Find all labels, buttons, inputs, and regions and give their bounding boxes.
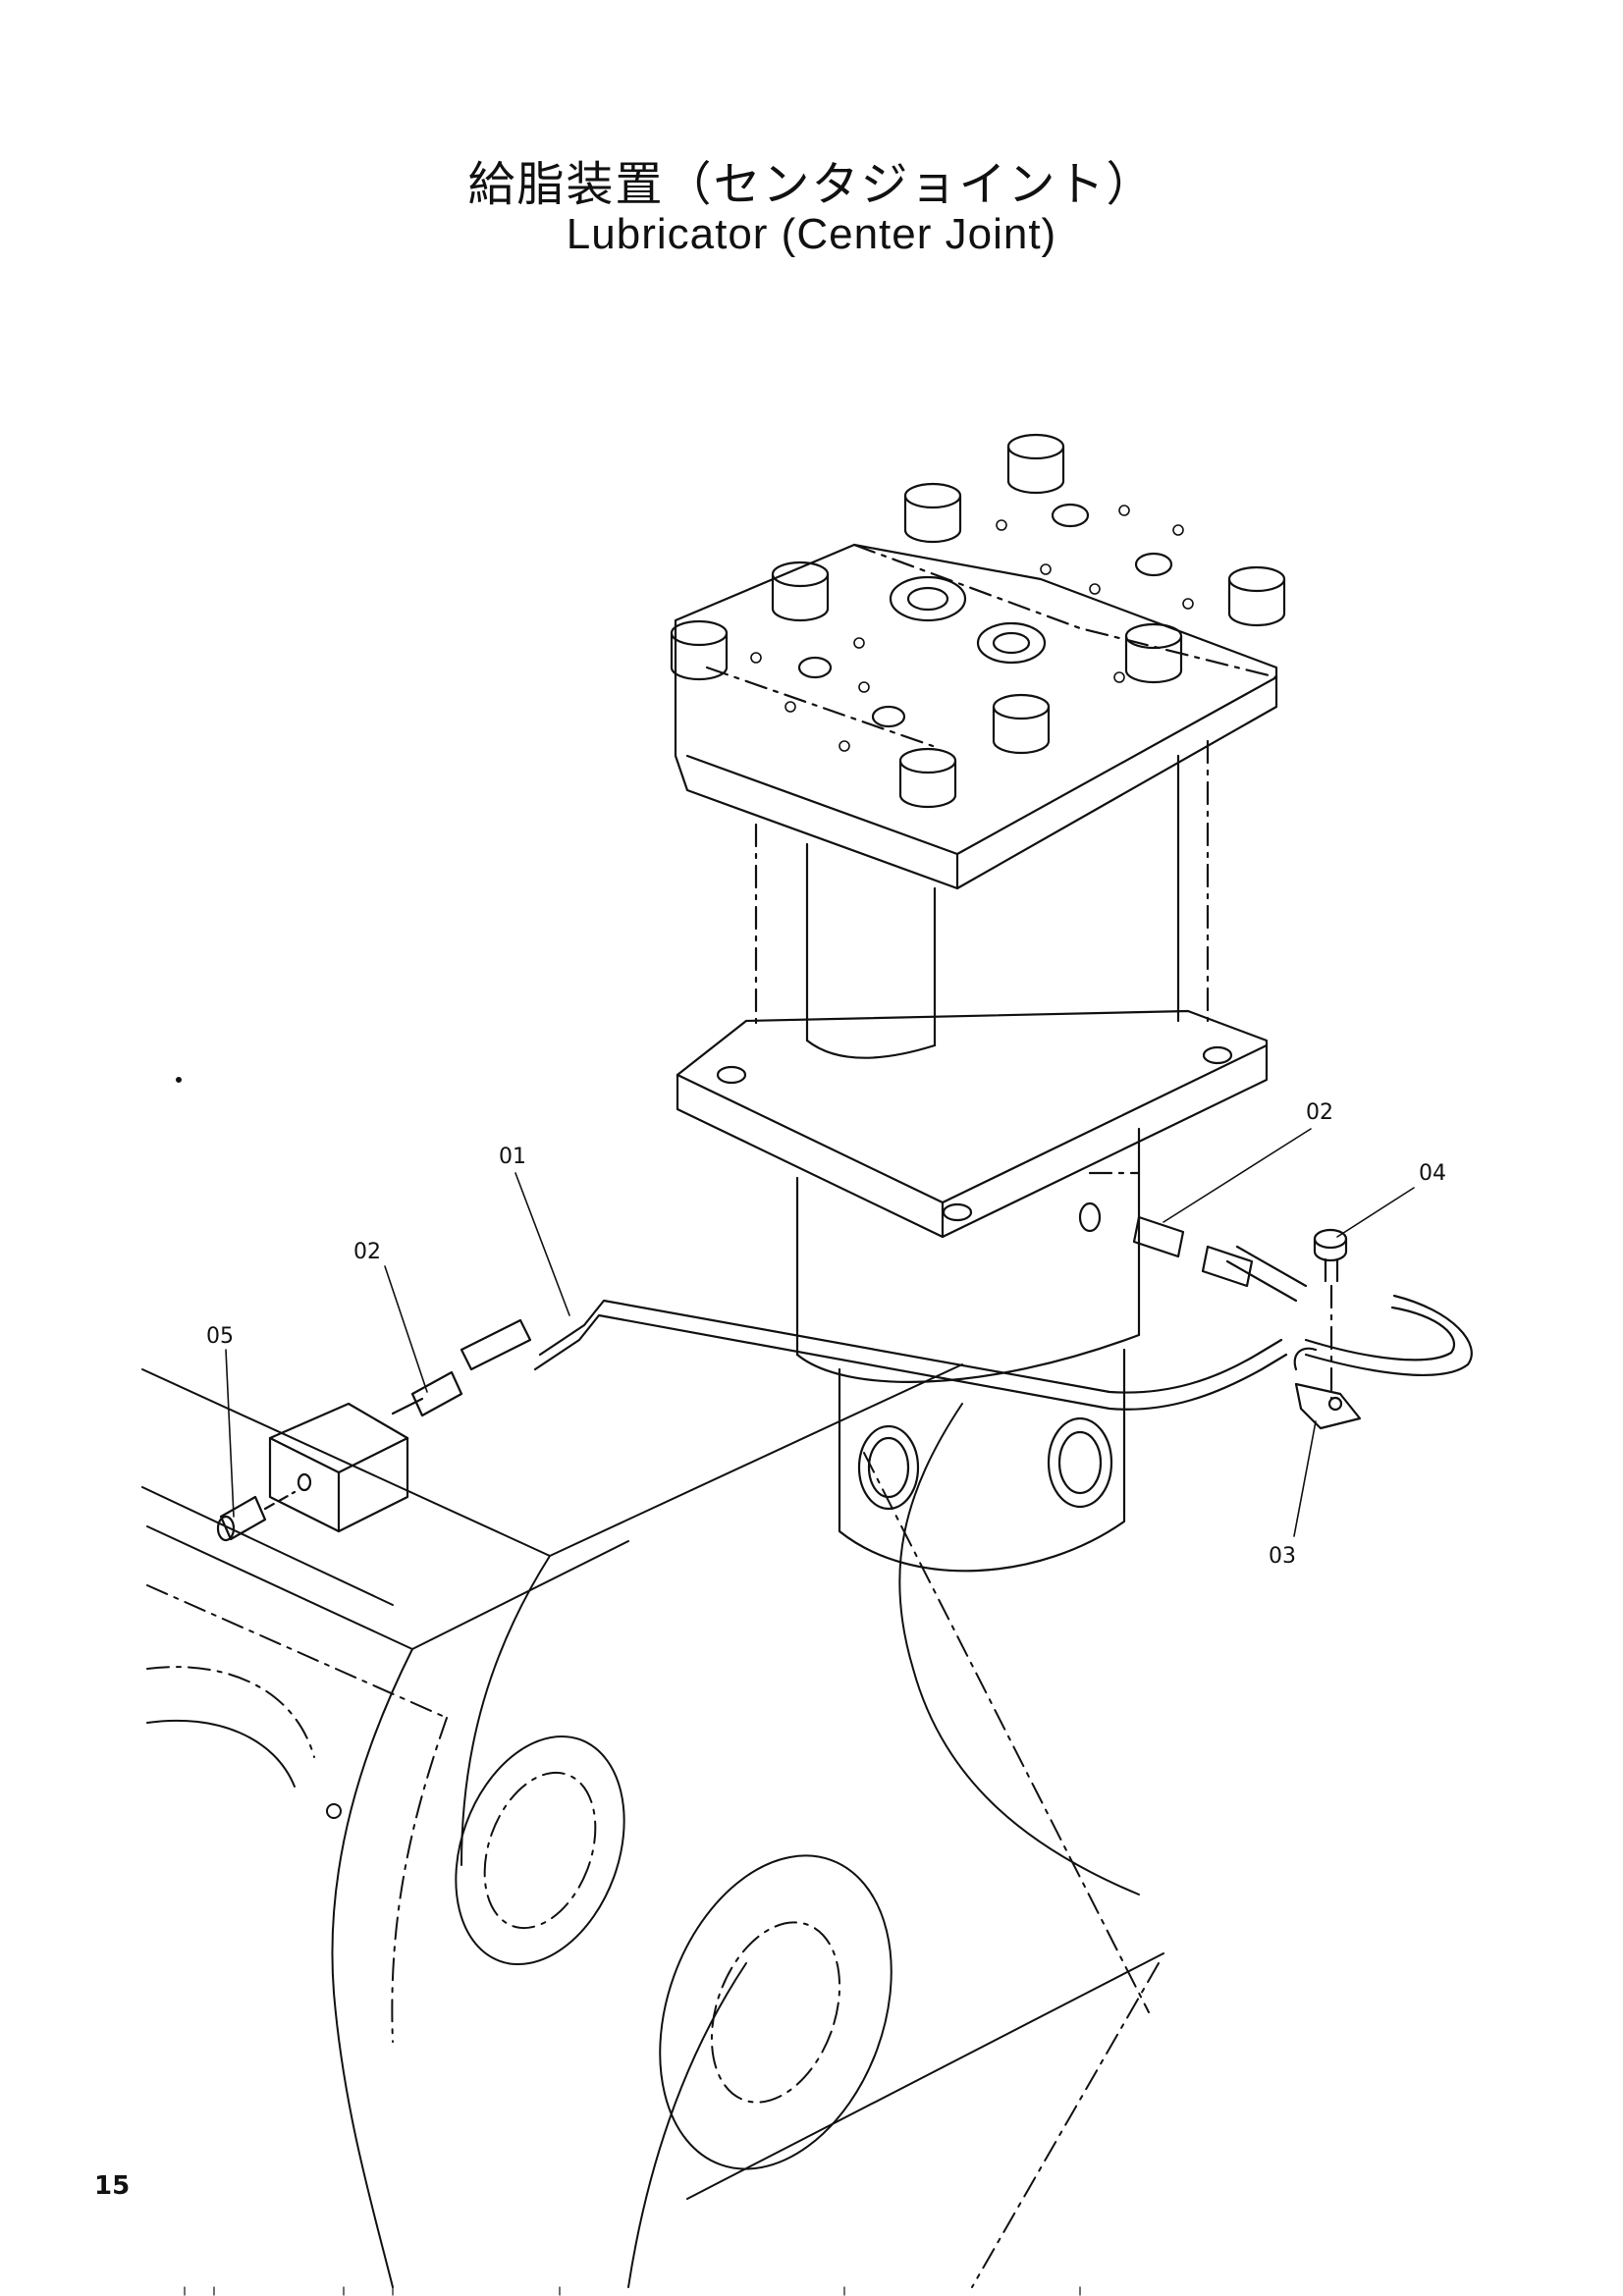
- grease-nipple: [216, 1490, 297, 1542]
- callout-01: 01: [499, 1145, 526, 1169]
- plate-bolts: [670, 433, 1286, 809]
- title-english: Lubricator (Center Joint): [566, 210, 1057, 258]
- scan-marks: [184, 2286, 1081, 2296]
- center-joint: [670, 433, 1286, 1573]
- title-japanese: 給脂装置（センタジョイント）: [467, 157, 1156, 212]
- fitting-right: [1132, 1215, 1254, 1288]
- bolt: [1313, 1228, 1348, 1401]
- clamp: [1293, 1347, 1362, 1430]
- callout-03: 03: [1269, 1544, 1296, 1569]
- fitting-left: [391, 1318, 532, 1417]
- leader-lines: [225, 1128, 1415, 1537]
- callout-04: 04: [1419, 1161, 1446, 1186]
- callout-02-left: 02: [353, 1240, 381, 1264]
- grease-hose: [533, 1245, 1473, 1411]
- page-number: 15: [94, 2171, 131, 2201]
- frame-structure: [141, 1077, 1164, 2288]
- distribution-block: [268, 1402, 409, 1533]
- callout-labels: 01 02 02 03 04 05: [206, 1100, 1446, 1569]
- callout-02-right: 02: [1306, 1100, 1333, 1125]
- callout-05: 05: [206, 1324, 234, 1349]
